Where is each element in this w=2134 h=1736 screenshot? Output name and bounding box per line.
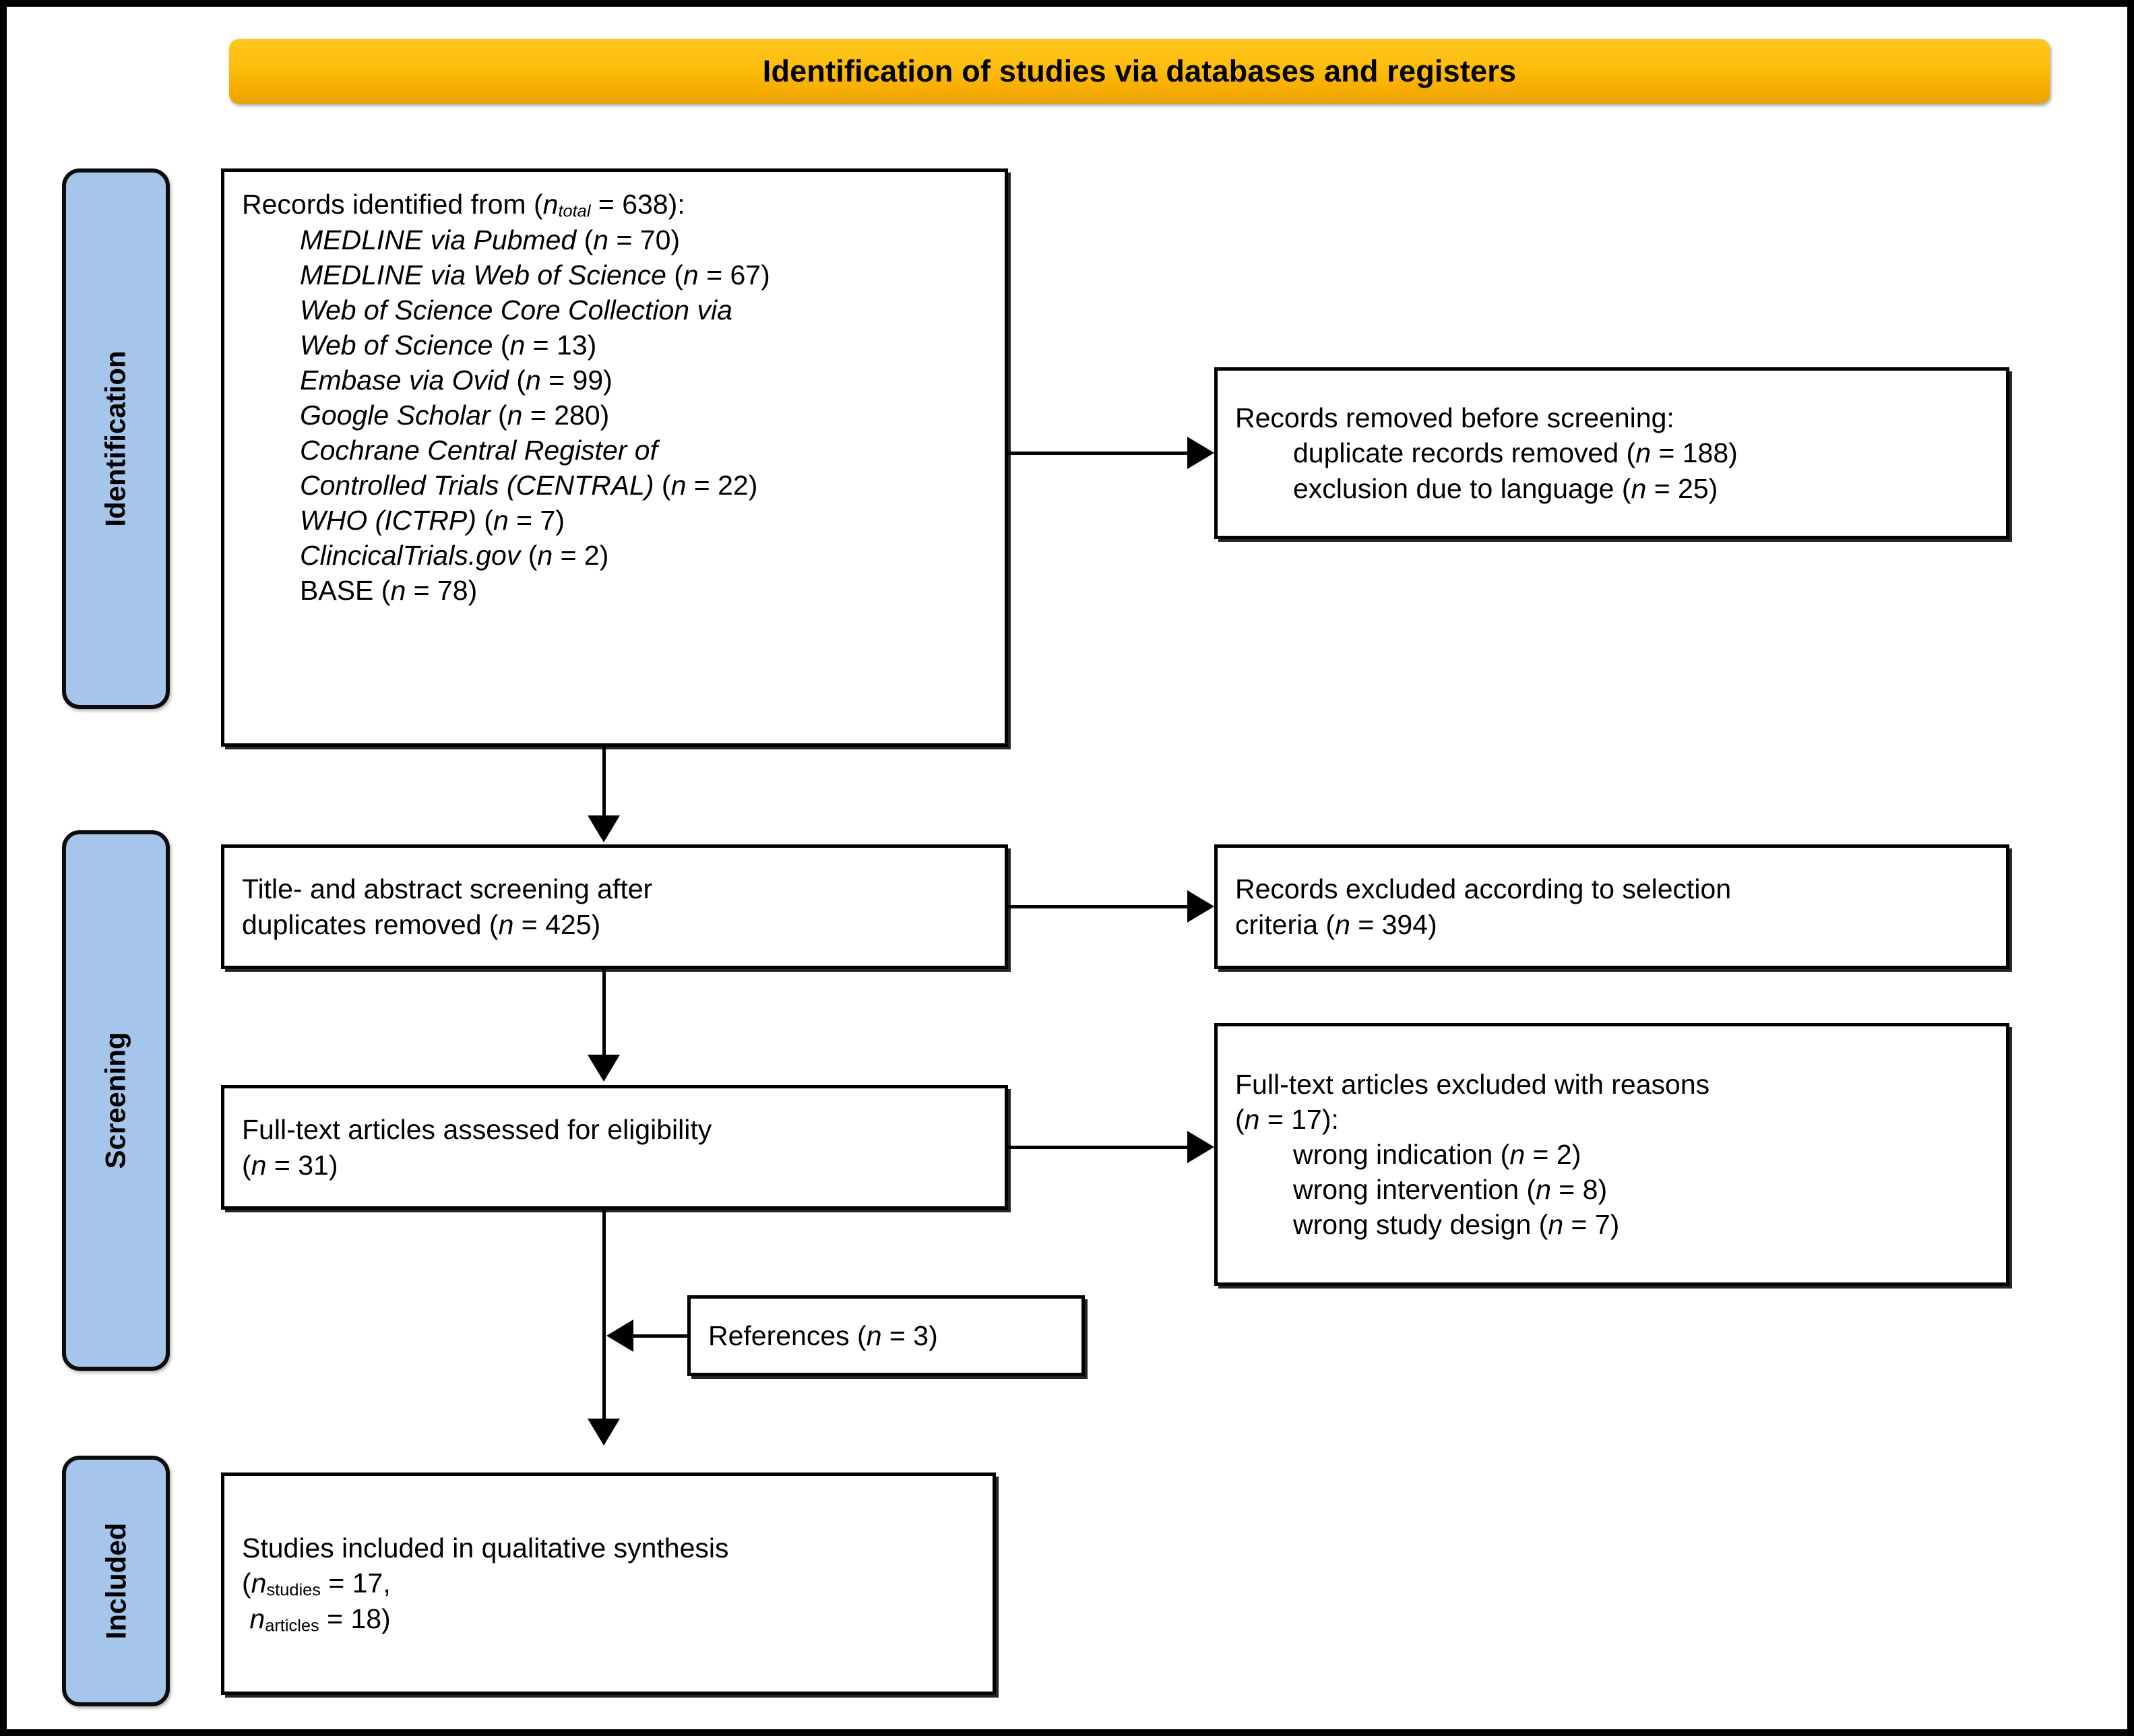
source-line: Web of Science Core Collection via (300, 294, 732, 326)
banner-title: Identification of studies via databases … (762, 54, 1517, 88)
source-line: Controlled Trials (CENTRAL) (n = 22) (300, 470, 758, 501)
source-line: WHO (ICTRP) (n = 7) (300, 505, 565, 536)
connector-identified-to-screening (602, 747, 606, 819)
stage-label-identification: Identification (100, 350, 131, 527)
removed-item: duplicate records removed (n = 188) (1293, 437, 1738, 469)
arrowhead-left-references (606, 1320, 633, 1352)
exclusion-reason: wrong intervention (n = 8) (1293, 1174, 1608, 1206)
records-removed-heading: Records removed before screening: (1235, 402, 1674, 434)
excluded-selection-line1: Records excluded according to selection (1235, 873, 1732, 905)
diagram-header-banner: Identification of studies via databases … (229, 39, 2050, 104)
arrowhead-down-screening (588, 815, 620, 842)
title-abstract-line2: duplicates removed (n = 425) (242, 908, 601, 940)
source-line: MEDLINE via Pubmed (n = 70) (300, 224, 681, 255)
stage-pill-screening: Screening (62, 830, 170, 1371)
fulltext-assessed-line1: Full-text articles assessed for eligibil… (242, 1114, 712, 1146)
connector-fulltext-to-excluded-reasons (1008, 1146, 1189, 1149)
included-line1: Studies included in qualitative synthesi… (242, 1532, 729, 1564)
n-subscript: total (558, 202, 591, 221)
connector-identified-to-removed (1008, 452, 1189, 455)
box-references: References (n = 3) (687, 1295, 1085, 1376)
source-line: Cochrane Central Register of (300, 435, 658, 466)
box-fulltext-assessed: Full-text articles assessed for eligibil… (221, 1085, 1008, 1210)
n-symbol: n (542, 189, 559, 220)
stage-pill-identification: Identification (62, 168, 170, 709)
connector-references-to-spine (633, 1334, 689, 1338)
arrowhead-right-excluded (1187, 890, 1214, 923)
source-line: Google Scholar (n = 280) (300, 400, 610, 431)
stage-pill-included: Included (62, 1456, 170, 1706)
box-title-abstract-screening: Title- and abstract screening after dupl… (221, 844, 1008, 969)
arrowhead-right-excluded-reasons (1187, 1131, 1214, 1163)
box-records-removed: Records removed before screening: duplic… (1214, 367, 2009, 539)
connector-screening-to-excluded (1008, 905, 1189, 908)
arrowhead-down-included (588, 1419, 620, 1446)
stage-label-screening: Screening (100, 1032, 132, 1169)
box-fulltext-excluded-reasons: Full-text articles excluded with reasons… (1214, 1023, 2009, 1286)
stage-label-included: Included (100, 1522, 131, 1640)
exclusion-reason: wrong indication (n = 2) (1293, 1138, 1581, 1170)
source-line: Embase via Ovid (n = 99) (300, 365, 613, 396)
box-records-identified: Records identified from (ntotal = 638): … (221, 168, 1008, 747)
connector-fulltext-to-included (602, 1210, 606, 1422)
included-n-articles: narticles = 18) (249, 1603, 391, 1636)
arrowhead-down-fulltext (588, 1055, 620, 1082)
source-line: MEDLINE via Web of Science (n = 67) (300, 259, 770, 290)
references-label: References (n = 3) (708, 1320, 938, 1351)
box-studies-included: Studies included in qualitative synthesi… (221, 1472, 996, 1695)
included-n-studies: (nstudies = 17, (242, 1568, 391, 1600)
fulltext-excluded-line2: (n = 17): (1235, 1103, 1339, 1135)
arrowhead-right-removed (1187, 437, 1214, 469)
records-identified-heading: Records identified from (ntotal = 638): (242, 189, 685, 221)
title-abstract-line1: Title- and abstract screening after (242, 873, 653, 905)
removed-item: exclusion due to language (n = 25) (1293, 472, 1718, 504)
source-line: BASE (n = 78) (300, 575, 478, 607)
fulltext-assessed-line2: (n = 31) (242, 1149, 338, 1181)
source-line: ClincicalTrials.gov (n = 2) (300, 540, 609, 571)
excluded-selection-line2: criteria (n = 394) (1235, 908, 1437, 940)
box-records-excluded-selection: Records excluded according to selection … (1214, 844, 2009, 969)
source-line: Web of Science (n = 13) (300, 330, 597, 361)
connector-screening-to-fulltext (602, 969, 606, 1058)
fulltext-excluded-line1: Full-text articles excluded with reasons (1235, 1068, 1710, 1100)
exclusion-reason: wrong study design (n = 7) (1293, 1209, 1620, 1241)
